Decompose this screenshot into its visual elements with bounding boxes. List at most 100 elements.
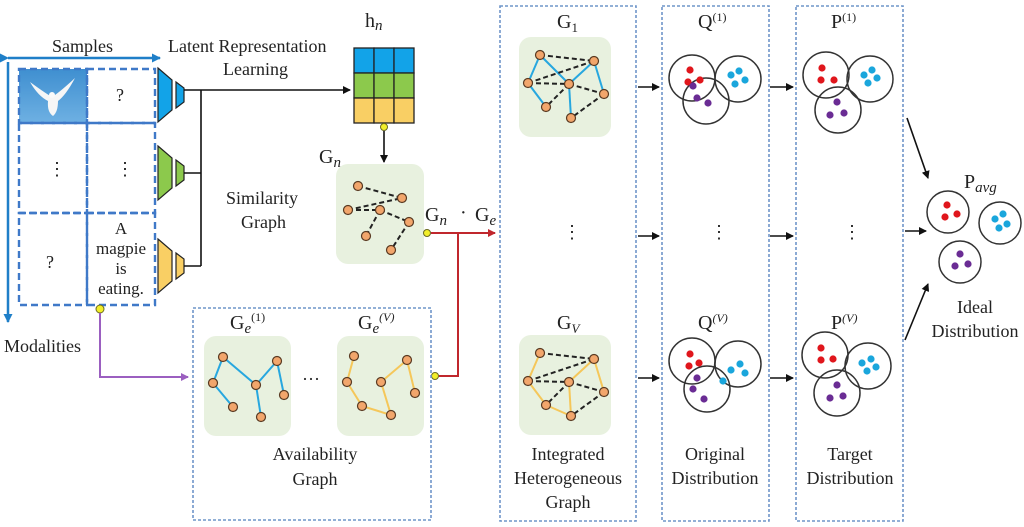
product-right: Ge bbox=[475, 204, 496, 229]
latent-cell bbox=[353, 72, 375, 99]
graph-edge bbox=[527, 358, 595, 382]
text-sample-line: A bbox=[115, 219, 128, 238]
cluster-point bbox=[818, 64, 826, 72]
availability-section: Ge(1) Ge(V) ··· Availability Graph bbox=[192, 307, 432, 521]
original-distribution-1 bbox=[668, 54, 762, 125]
cluster-point bbox=[872, 363, 880, 371]
cluster-point bbox=[696, 76, 704, 84]
target-section: P(1) ⋮ P(V) Target Distribution bbox=[795, 5, 904, 522]
h-symbol: hn bbox=[365, 10, 383, 34]
latent-label: Latent Representation bbox=[168, 36, 326, 56]
graph-edge bbox=[545, 381, 570, 406]
cluster-point bbox=[826, 394, 834, 402]
graph-edge bbox=[568, 358, 595, 383]
original-box bbox=[661, 5, 770, 522]
original-label: Original bbox=[685, 444, 745, 464]
availability-label: Graph bbox=[293, 469, 338, 489]
cluster-point bbox=[719, 377, 727, 385]
matrix-cell bbox=[17, 211, 89, 307]
graph-node bbox=[598, 386, 610, 398]
cluster-point bbox=[704, 99, 712, 107]
cluster-point bbox=[686, 350, 694, 358]
matrix-cell bbox=[85, 211, 157, 307]
target-distribution-1 bbox=[802, 51, 894, 134]
graph-node bbox=[540, 399, 552, 411]
availability-link-arrow bbox=[99, 313, 189, 381]
graph-edge bbox=[570, 391, 605, 417]
cluster-point bbox=[830, 76, 838, 84]
graph-node bbox=[342, 204, 354, 216]
latent-cell bbox=[353, 47, 375, 74]
availability-graph-v bbox=[341, 350, 421, 421]
cluster-point bbox=[864, 79, 872, 87]
graph-edge bbox=[568, 83, 572, 119]
graph-node bbox=[565, 112, 577, 124]
latent-cell bbox=[373, 47, 395, 74]
integrated-section: G1 ⋮ GV Integrated Heterogeneous Graph bbox=[499, 5, 637, 522]
cluster-point bbox=[685, 362, 693, 370]
latent-cell bbox=[353, 97, 375, 124]
samples-label: Samples bbox=[52, 36, 113, 56]
encoder-blue bbox=[157, 66, 185, 124]
geV-symbol: Ge(V) bbox=[358, 310, 394, 337]
dove-image bbox=[19, 69, 87, 124]
graph-node bbox=[563, 78, 575, 90]
graph-edge bbox=[527, 380, 570, 383]
cluster-point bbox=[727, 366, 735, 374]
graph-edge bbox=[379, 209, 410, 223]
graph-edge bbox=[539, 352, 595, 360]
graph-node bbox=[207, 377, 219, 389]
ellipsis-vertical: ⋮ bbox=[710, 222, 728, 242]
cluster-point bbox=[693, 94, 701, 102]
gV-symbol: GV bbox=[557, 312, 581, 336]
graph-node bbox=[598, 88, 610, 100]
ideal-distribution bbox=[926, 190, 1022, 284]
graph-edge bbox=[593, 60, 605, 95]
original-section: Q(1) ⋮ Q(V) Original Distribution bbox=[661, 5, 770, 522]
cluster-circle bbox=[682, 77, 730, 125]
cluster-point bbox=[943, 201, 951, 209]
graph-node bbox=[403, 216, 415, 228]
cluster-point bbox=[829, 355, 837, 363]
q1-symbol: Q(1) bbox=[698, 10, 726, 33]
target-label: Distribution bbox=[806, 468, 893, 488]
latent-cell bbox=[393, 47, 415, 74]
cluster-circle bbox=[714, 55, 762, 103]
graph-node bbox=[522, 375, 534, 387]
cluster-point bbox=[868, 66, 876, 74]
graph-edge bbox=[593, 358, 605, 393]
graph-node bbox=[409, 387, 421, 399]
cluster-point bbox=[817, 344, 825, 352]
ellipsis-vertical: ⋮ bbox=[843, 222, 861, 242]
graph-node bbox=[588, 353, 600, 365]
cluster-point bbox=[1003, 220, 1011, 228]
target-distribution-v bbox=[801, 331, 892, 417]
missing-mark: ? bbox=[46, 252, 54, 272]
latent-cell bbox=[393, 97, 415, 124]
input-section: Samples Modalities ? ⋮ ⋮ ? A magpie is e… bbox=[0, 36, 189, 381]
latent-cell bbox=[393, 72, 415, 99]
availability-return-link bbox=[439, 233, 459, 377]
cluster-circle bbox=[683, 365, 731, 413]
cluster-point bbox=[995, 224, 1003, 232]
graph-edge bbox=[570, 93, 605, 119]
product-left: Gn bbox=[425, 204, 447, 229]
ideal-section: Pavg Ideal Distribution bbox=[904, 117, 1022, 341]
graph-edge bbox=[568, 60, 595, 85]
original-distribution-v bbox=[668, 337, 762, 413]
graph-node bbox=[348, 350, 360, 362]
graph-node bbox=[401, 354, 413, 366]
graph-node bbox=[374, 204, 386, 216]
graph-node bbox=[341, 376, 353, 388]
ge1-symbol: Ge(1) bbox=[230, 310, 265, 337]
ideal-label: Distribution bbox=[931, 321, 1018, 341]
cluster-point bbox=[839, 392, 847, 400]
cluster-point bbox=[817, 356, 825, 364]
junction-dot bbox=[423, 229, 431, 237]
encoder-green bbox=[157, 144, 185, 202]
graph-edge bbox=[380, 359, 408, 383]
graph-node bbox=[396, 192, 408, 204]
similarity-label: Similarity bbox=[226, 188, 298, 208]
cluster-point bbox=[689, 82, 697, 90]
